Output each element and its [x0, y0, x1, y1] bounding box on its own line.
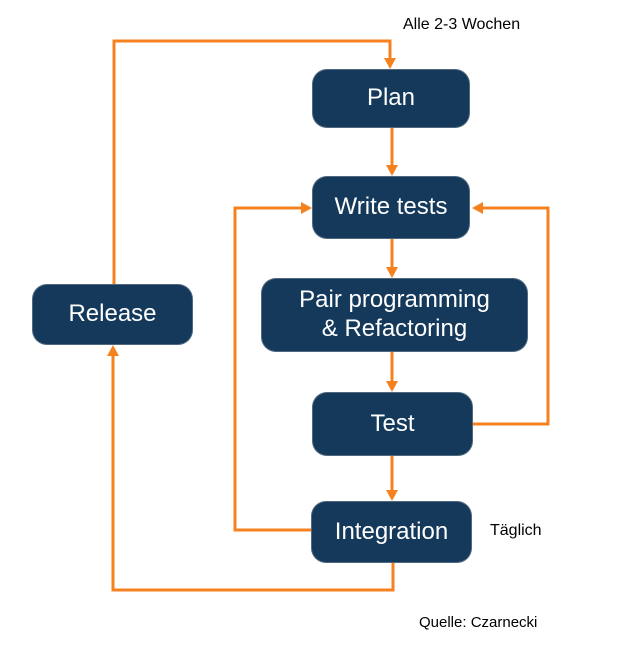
arrowhead-into-test-top	[386, 381, 398, 392]
arrowhead-into-writetests-left	[301, 202, 312, 214]
node-pair-programming-refactoring: Pair programming & Refactoring	[261, 278, 528, 352]
node-plan-label: Plan	[366, 84, 416, 112]
arrowhead-into-writetests-top	[386, 165, 398, 176]
daily-note: Täglich	[490, 522, 542, 539]
node-test: Test	[312, 392, 473, 456]
node-write-tests-label: Write tests	[334, 193, 448, 221]
node-integration: Integration	[311, 501, 472, 563]
connector-lines	[111, 39, 550, 592]
connector-release-to-plan	[112, 39, 392, 284]
arrowhead-into-plan-top	[384, 58, 396, 69]
arrowhead-into-writetests-right	[472, 202, 483, 214]
arrowhead-into-pair-top	[386, 267, 398, 278]
node-release: Release	[32, 284, 193, 345]
source-credit: Quelle: Czarnecki	[419, 614, 538, 631]
node-release-label: Release	[68, 300, 157, 328]
connector-arrowheads	[107, 58, 483, 501]
node-pair-label-line1: Pair programming	[299, 286, 490, 314]
node-test-label: Test	[370, 409, 415, 437]
node-pair-label-line2: & Refactoring	[321, 315, 468, 342]
connector-test-to-writetests-loop	[473, 206, 550, 426]
arrowhead-into-release-bottom	[107, 345, 119, 356]
node-plan: Plan	[312, 69, 470, 128]
connector-integration-to-writetests-loop	[233, 206, 311, 532]
cycle-duration-note: Alle 2-3 Wochen	[403, 16, 521, 33]
arrowhead-into-integration-top	[386, 490, 398, 501]
connector-integration-to-release	[111, 355, 395, 592]
node-integration-label: Integration	[334, 517, 449, 545]
node-write-tests: Write tests	[312, 176, 470, 239]
